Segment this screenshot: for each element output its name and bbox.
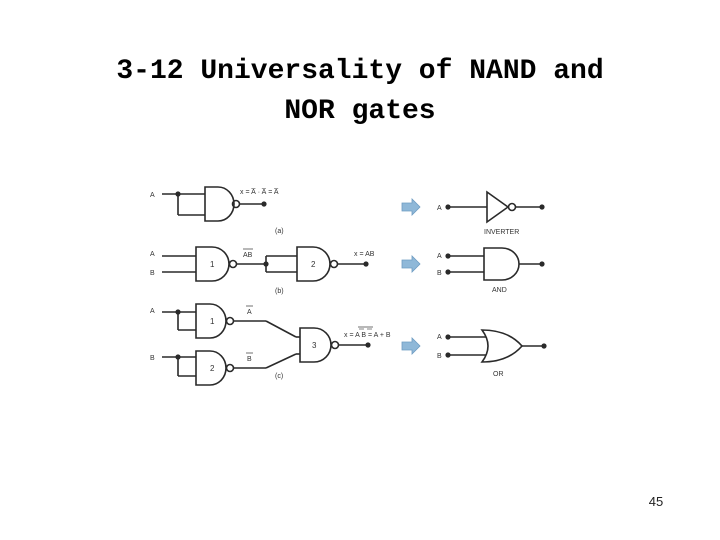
inverter-input-label: A (437, 205, 442, 212)
equivalence-arrow-c (401, 337, 421, 355)
nand-gate-b1 (195, 246, 230, 282)
row-c-expr-over: A B (355, 332, 366, 339)
or-name-label: OR (493, 371, 504, 378)
or-input-a-label: A (437, 334, 442, 341)
gate-c1-number: 1 (210, 317, 215, 326)
equivalence-arrow-a (401, 198, 421, 216)
slide-title: 3-12 Universality of NAND and NOR gates (0, 52, 720, 132)
nand-gate-c3 (299, 327, 332, 363)
gate-b1-number: 1 (210, 260, 215, 269)
row-a-input-label: A (150, 192, 155, 199)
row-b-input-a-label: A (150, 251, 155, 258)
row-c-mid-b-label: B (247, 356, 252, 363)
row-b-input-b-label: B (150, 270, 155, 277)
row-b-intermediate-label: AB (243, 252, 253, 259)
row-c-mid-a-label: A (247, 309, 252, 316)
row-c-expression: x = A B = A + B (344, 332, 391, 339)
title-line-2: NOR gates (284, 96, 436, 127)
inverter-equivalent (448, 190, 542, 224)
inverter-gate (486, 190, 510, 224)
row-c-expr-left: x = (344, 332, 355, 339)
row-c-circuit (162, 303, 368, 386)
row-a-caption: (a) (275, 228, 284, 235)
and-gate (483, 247, 520, 281)
row-c-expr-right: = A + B (366, 332, 391, 339)
nand-gate-c1 (195, 303, 227, 339)
nand-gate-b2 (296, 246, 331, 282)
and-input-b-label: B (437, 270, 442, 277)
page-number: 45 (648, 494, 664, 509)
and-input-a-label: A (437, 253, 442, 260)
or-equivalent (448, 329, 544, 363)
row-c-caption: (c) (275, 373, 283, 380)
row-a-expression: x = A̅ · A̅ = A̅ (240, 188, 279, 196)
inverter-name-label: INVERTER (484, 229, 519, 236)
row-b-expression: x = AB (354, 251, 375, 258)
row-a-circuit (162, 186, 264, 222)
or-input-b-label: B (437, 353, 442, 360)
row-b-circuit (162, 246, 366, 282)
title-line-1: 3-12 Universality of NAND and (116, 56, 604, 87)
row-b-caption: (b) (275, 288, 284, 295)
row-c-input-b-label: B (150, 355, 155, 362)
or-gate (480, 329, 524, 363)
and-equivalent (448, 247, 542, 281)
inversion-bubble-a (231, 199, 241, 209)
nand-gate-c2 (195, 350, 227, 386)
gate-c3-number: 3 (312, 341, 317, 350)
gate-c2-number: 2 (210, 364, 215, 373)
and-name-label: AND (492, 287, 507, 294)
junction-dots (175, 191, 547, 360)
row-c-input-a-label: A (150, 308, 155, 315)
gate-b2-number: 2 (311, 260, 316, 269)
equivalence-arrow-b (401, 255, 421, 273)
nand-gate-a (204, 186, 235, 222)
